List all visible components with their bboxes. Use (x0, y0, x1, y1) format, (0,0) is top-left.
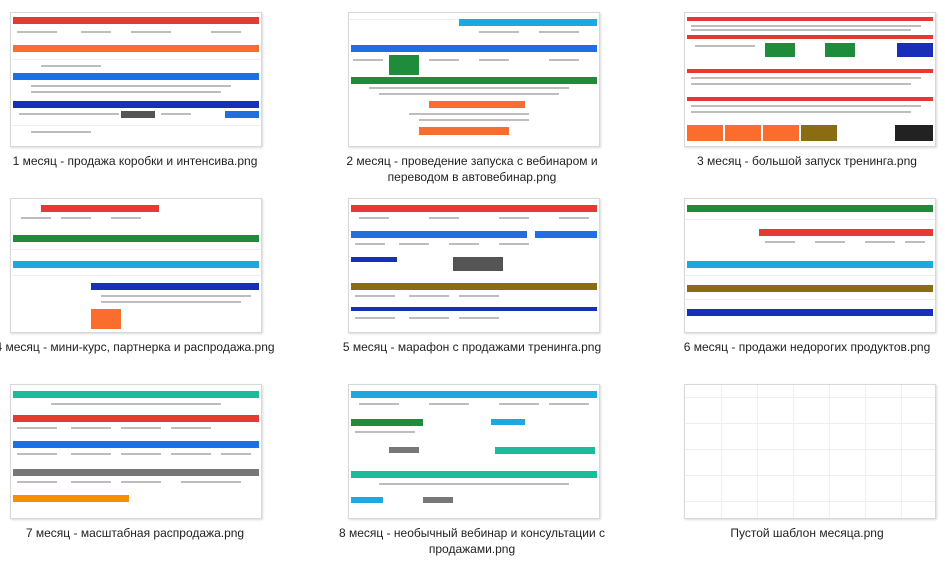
file-name[interactable]: 7 месяц - масштабная распродажа.png (25, 526, 245, 540)
file-name[interactable]: 3 месяц - большой запуск тренинга.png (697, 154, 917, 168)
file-thumbnail[interactable] (684, 198, 936, 333)
file-name[interactable]: 2 месяц - проведение запуска с вебинаром… (346, 154, 598, 184)
file-thumbnail[interactable] (10, 198, 262, 333)
file-thumbnail[interactable] (348, 12, 600, 147)
file-name[interactable]: 4 месяц - мини-курс, партнерка и распрод… (0, 340, 275, 354)
file-name[interactable]: 6 месяц - продажи недорогих продуктов.pn… (683, 340, 931, 354)
file-thumbnail[interactable] (348, 384, 600, 519)
file-thumbnail[interactable] (684, 12, 936, 147)
file-name[interactable]: 8 месяц - необычный вебинар и консультац… (338, 526, 606, 556)
file-name[interactable]: 5 месяц - марафон с продажами тренинга.p… (342, 340, 602, 354)
file-name[interactable]: Пустой шаблон месяца.png (730, 526, 884, 540)
file-thumbnail[interactable] (10, 384, 262, 519)
file-name[interactable]: 1 месяц - продажа коробки и интенсива.pn… (12, 154, 258, 168)
file-thumbnail[interactable] (348, 198, 600, 333)
file-thumbnail[interactable] (10, 12, 262, 147)
file-thumbnail[interactable] (684, 384, 936, 519)
